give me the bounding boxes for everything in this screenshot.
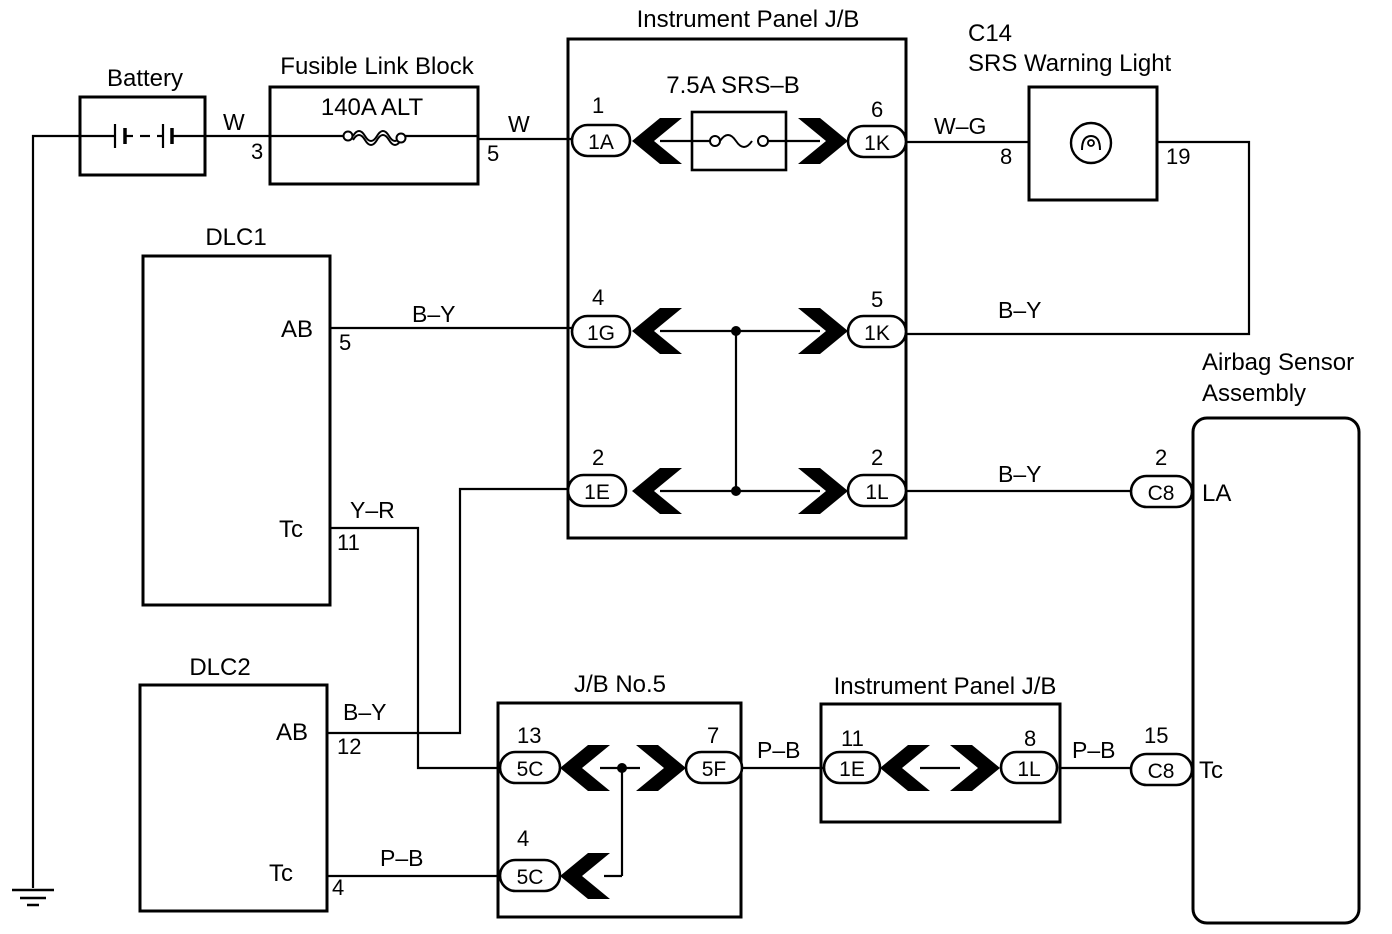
pin-number: 19: [1166, 144, 1190, 169]
ground-icon: [12, 888, 54, 907]
connector-1E-label: 1E: [584, 481, 610, 504]
wire-color-label: P–B: [1072, 737, 1115, 763]
dlc2-box: [138, 683, 329, 913]
pin-number: 13: [517, 723, 541, 748]
connector-C8-tc-label: C8: [1148, 760, 1175, 783]
dlc2-tc-terminal: Tc: [269, 860, 293, 887]
junction-dot: [731, 326, 741, 336]
wire-color-label: P–B: [757, 737, 800, 763]
airbag-sensor-assembly-box: [1191, 416, 1361, 925]
pin-number: 2: [592, 445, 604, 470]
connector-1G: 1G: [570, 314, 632, 349]
junction-dot: [731, 486, 741, 496]
connector-1K-mid-label: 1K: [864, 322, 890, 345]
instrument-panel-jb-box: [566, 37, 908, 540]
connector-1A: 1A: [570, 123, 632, 158]
wire-color-label: Y–R: [350, 497, 395, 523]
pin-number: 4: [517, 826, 529, 851]
fusible-link-block-title: Fusible Link Block: [280, 53, 474, 80]
sensor-tc-terminal: Tc: [1199, 757, 1223, 784]
connector-1E-lower-label: 1E: [839, 758, 865, 781]
airbag-sensor-title-line1: Airbag Sensor: [1202, 349, 1354, 376]
wire-color-label: W: [508, 111, 530, 137]
pin-number: 5: [339, 330, 351, 355]
wire-color-label: B–Y: [412, 301, 455, 327]
pin-number: 5: [487, 141, 499, 166]
connector-C8-tc: C8: [1129, 752, 1194, 787]
dlc1-tc-terminal: Tc: [279, 516, 303, 543]
pin-number: 3: [251, 139, 263, 164]
pin-number: 5: [871, 287, 883, 312]
connector-5C-bottom-label: 5C: [517, 866, 544, 889]
pin-number: 11: [841, 726, 864, 751]
instrument-panel-jb-title: Instrument Panel J/B: [637, 6, 860, 33]
connector-chevrons: [560, 118, 1000, 899]
connector-C8-la: C8: [1129, 474, 1194, 509]
wire-color-label: P–B: [380, 845, 423, 871]
pin-number: 2: [1155, 445, 1167, 470]
wire-color-label: B–Y: [998, 297, 1041, 323]
connector-C8-la-label: C8: [1148, 482, 1175, 505]
pin-number: 6: [871, 97, 883, 122]
airbag-sensor-title-line2: Assembly: [1202, 380, 1306, 407]
connector-1L-lower-label: 1L: [1017, 758, 1040, 781]
pin-number: 15: [1144, 723, 1168, 748]
pin-number: 7: [707, 723, 719, 748]
connector-5C-top: 5C: [498, 750, 562, 785]
battery-title: Battery: [107, 65, 183, 92]
connector-5F: 5F: [684, 750, 744, 785]
connector-1A-label: 1A: [588, 131, 614, 154]
dlc1-title: DLC1: [205, 224, 266, 251]
pin-number: 11: [337, 530, 360, 555]
jb-no5-title: J/B No.5: [574, 671, 666, 698]
jb-no5-box: [496, 701, 743, 919]
pin-number: 8: [1000, 144, 1012, 169]
wire-color-label: B–Y: [343, 699, 386, 725]
connector-5C-bottom: 5C: [498, 858, 562, 893]
warning-lamp-icon: [1069, 121, 1113, 165]
fuse-icon: [690, 110, 788, 172]
instrument-panel-jb-lower-title: Instrument Panel J/B: [834, 673, 1057, 700]
dlc1-box: [141, 254, 332, 607]
connector-1K-top-label: 1K: [864, 132, 890, 155]
wire-color-label: W: [223, 109, 245, 135]
c14-code: C14: [968, 20, 1012, 47]
connector-1K-mid: 1K: [846, 314, 908, 349]
connector-1G-label: 1G: [587, 322, 615, 345]
fusible-link-icon: [342, 130, 407, 146]
dlc2-ab-terminal: AB: [276, 719, 308, 746]
wire-color-label: B–Y: [998, 461, 1041, 487]
wires: [31, 124, 1251, 888]
pin-number: 4: [592, 285, 604, 310]
connector-1L-label: 1L: [865, 481, 888, 504]
connector-1L-lower: 1L: [999, 750, 1059, 785]
dlc2-title: DLC2: [189, 654, 250, 681]
srs-warning-light-box: [1027, 85, 1159, 202]
connector-1E-lower: 1E: [822, 750, 882, 785]
connector-5C-top-label: 5C: [517, 758, 544, 781]
srs-warning-light-title: SRS Warning Light: [968, 50, 1172, 77]
connector-5F-label: 5F: [702, 758, 727, 781]
connector-1K-top: 1K: [846, 124, 908, 159]
sensor-la-terminal: LA: [1202, 480, 1231, 507]
pin-number: 4: [332, 875, 344, 900]
pin-number: 2: [871, 445, 883, 470]
pin-number: 12: [337, 734, 361, 759]
fuse-75a-label: 7.5A SRS–B: [666, 72, 799, 99]
connector-1L: 1L: [846, 473, 908, 508]
pin-number: 1: [592, 93, 604, 118]
connector-1E: 1E: [566, 473, 628, 508]
pin-number: 8: [1024, 726, 1036, 751]
fuse-140a-label: 140A ALT: [321, 94, 424, 121]
wire-color-label: W–G: [934, 113, 986, 139]
junction-dot: [617, 763, 627, 773]
instrument-panel-jb-lower-box: [819, 702, 1062, 824]
dlc1-ab-terminal: AB: [281, 316, 313, 343]
